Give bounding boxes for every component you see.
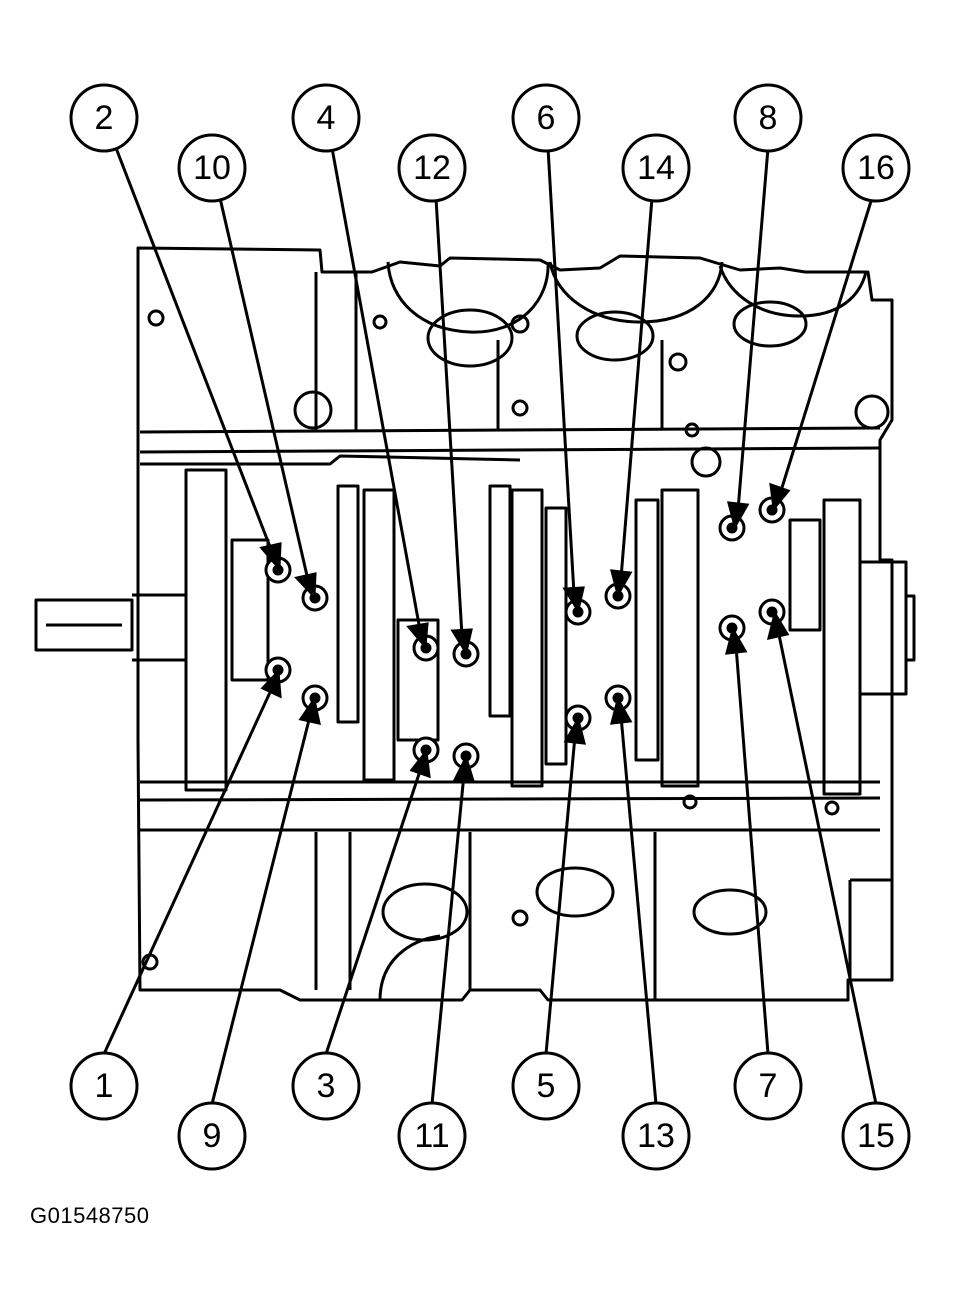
leader-2 xyxy=(114,147,282,572)
callout-3-label: 3 xyxy=(317,1067,336,1105)
leader-11 xyxy=(430,753,476,1105)
figure-id: G01548750 xyxy=(30,1203,150,1228)
leader-15 xyxy=(766,610,878,1105)
engine-block xyxy=(34,246,916,1002)
callout-10: 10 xyxy=(177,133,247,203)
callout-9: 9 xyxy=(177,1101,247,1171)
callouts-bottom: 1 9 3 11 5 13 7 15 xyxy=(69,1051,911,1171)
leader-8 xyxy=(726,147,770,530)
leader-1 xyxy=(102,668,282,1055)
callout-5-label: 5 xyxy=(537,1067,556,1105)
leader-14 xyxy=(609,197,654,598)
callout-2-label: 2 xyxy=(95,99,114,137)
callout-14-label: 14 xyxy=(637,149,675,187)
bearing-cap-bolts xyxy=(264,496,786,770)
callout-8: 8 xyxy=(733,83,803,153)
callout-5: 5 xyxy=(511,1051,581,1121)
callout-6: 6 xyxy=(511,83,581,153)
callout-12: 12 xyxy=(397,133,467,203)
leader-7 xyxy=(724,626,770,1055)
callout-4: 4 xyxy=(291,83,361,153)
leader-10 xyxy=(218,197,317,600)
leader-12 xyxy=(434,197,473,656)
callout-7-label: 7 xyxy=(759,1067,778,1105)
callout-16-label: 16 xyxy=(857,149,895,187)
callout-16: 16 xyxy=(841,133,911,203)
callout-2: 2 xyxy=(69,83,139,153)
callout-13-label: 13 xyxy=(637,1117,675,1155)
leader-5 xyxy=(544,716,587,1055)
callout-6-label: 6 xyxy=(537,99,556,137)
callout-4-label: 4 xyxy=(317,99,336,137)
callout-14: 14 xyxy=(621,133,691,203)
leader-4 xyxy=(330,147,429,650)
callout-1: 1 xyxy=(69,1051,139,1121)
callout-8-label: 8 xyxy=(759,99,778,137)
callout-9-label: 9 xyxy=(203,1117,222,1155)
callout-7: 7 xyxy=(733,1051,803,1121)
leader-16 xyxy=(769,197,874,512)
leader-3 xyxy=(324,748,431,1055)
callout-10-label: 10 xyxy=(193,149,231,187)
callout-15: 15 xyxy=(841,1101,911,1171)
leader-6 xyxy=(546,147,585,614)
callout-11: 11 xyxy=(397,1101,467,1171)
callout-3: 3 xyxy=(291,1051,361,1121)
leader-13 xyxy=(609,696,658,1105)
leader-lines xyxy=(102,147,878,1105)
callout-15-label: 15 xyxy=(857,1117,895,1155)
callout-11-label: 11 xyxy=(414,1117,449,1155)
callout-12-label: 12 xyxy=(413,149,451,187)
leader-9 xyxy=(210,696,321,1105)
callouts-top: 2 10 4 12 6 14 8 16 xyxy=(69,83,911,203)
callout-13: 13 xyxy=(621,1101,691,1171)
callout-1-label: 1 xyxy=(95,1067,114,1105)
